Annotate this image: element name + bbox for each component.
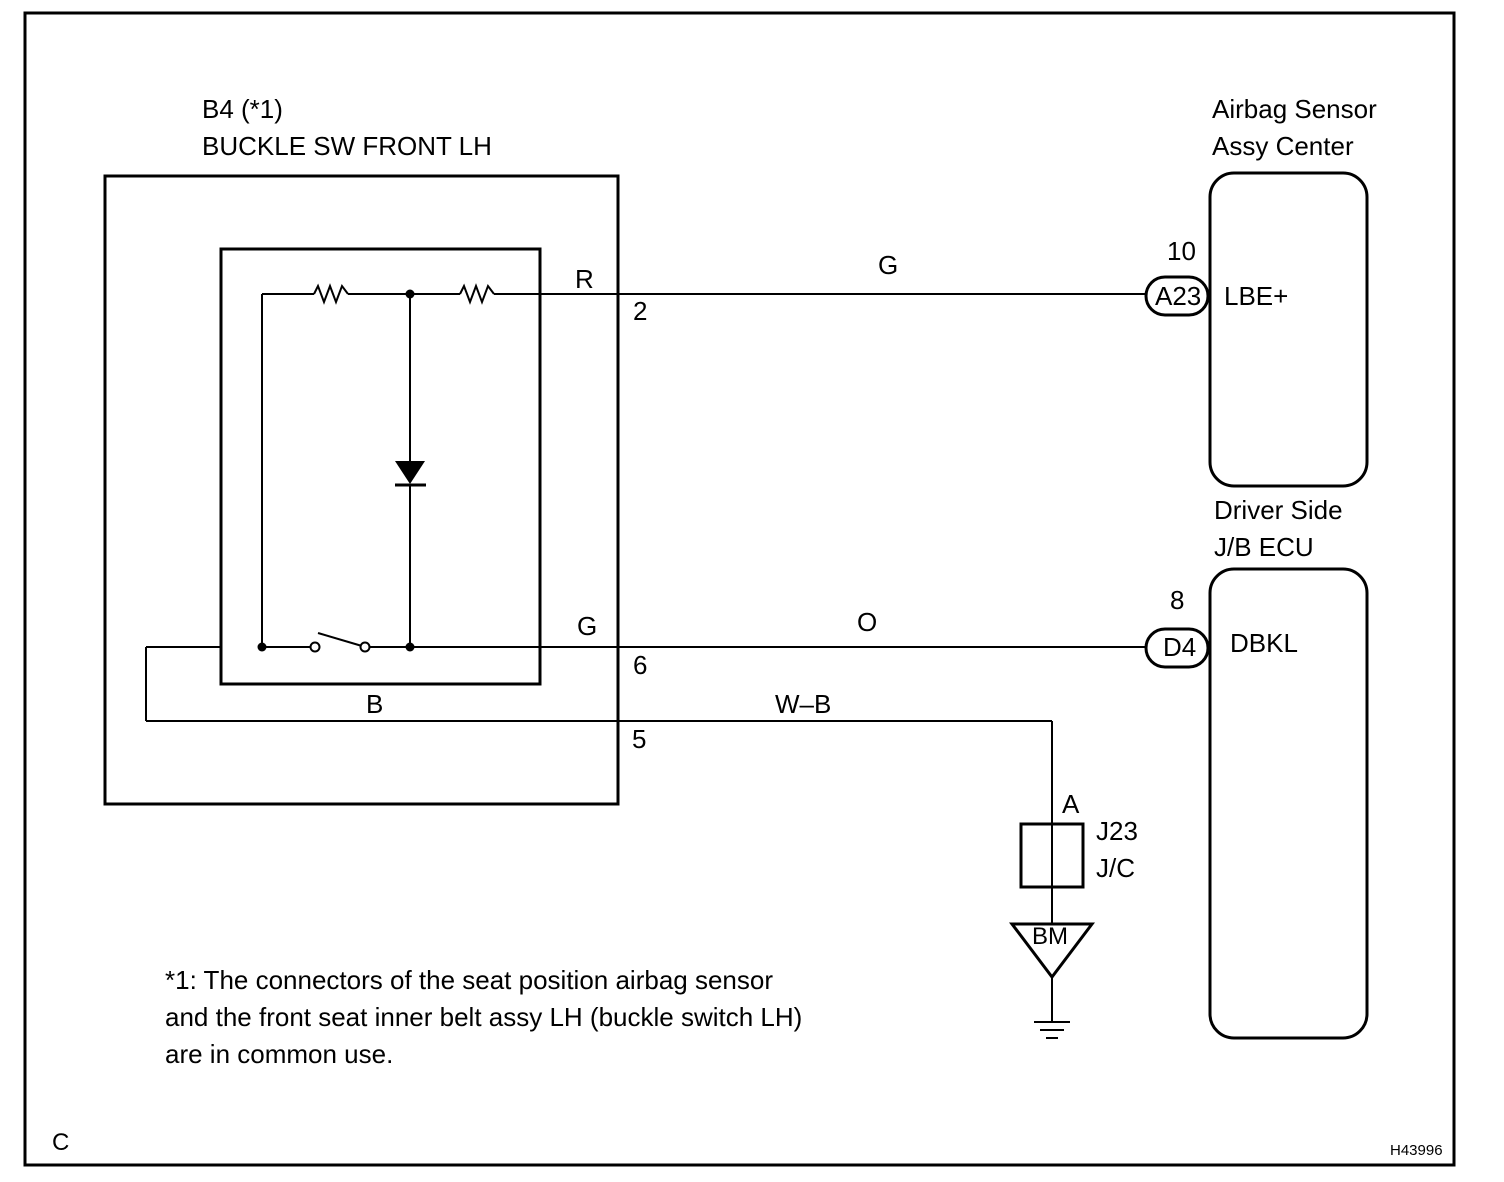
resistor-1 (313, 283, 349, 305)
junction-pin: A (1062, 789, 1080, 819)
figure-id: H43996 (1390, 1142, 1443, 1159)
wire-middle-inner-color: G (577, 611, 597, 641)
connector-d4-label: D4 (1163, 632, 1196, 662)
resistor-2 (459, 283, 495, 305)
ground-point-label: BM (1032, 923, 1068, 950)
wire-top-inner-color: R (575, 264, 594, 294)
corner-letter: C (52, 1129, 69, 1156)
ground-symbol-icon (1034, 1021, 1070, 1039)
wire-bottom-pin: 5 (632, 724, 646, 754)
airbag-sensor-box (1208, 171, 1369, 488)
footnote-line3: are in common use. (165, 1039, 393, 1069)
connector-a23-label: A23 (1155, 281, 1201, 311)
connector-a23-oval (1144, 275, 1210, 317)
jb-ecu-name-line2: J/B ECU (1214, 532, 1314, 562)
airbag-sensor-name-line1: Airbag Sensor (1212, 94, 1377, 124)
buckle-switch-code: B4 (*1) (202, 94, 283, 124)
wire-top-pin: 2 (633, 296, 647, 326)
terminal-dbkl: DBKL (1230, 628, 1298, 658)
junction-dot-bottom-left (257, 642, 267, 652)
junction-type: J/C (1096, 853, 1135, 883)
wire-middle-pin: 6 (633, 650, 647, 680)
footnote-line1: *1: The connectors of the seat position … (165, 965, 773, 995)
junction-dot-bottom-right (405, 642, 415, 652)
connector-a23-pin: 10 (1167, 236, 1196, 266)
footnote-line2: and the front seat inner belt assy LH (b… (165, 1002, 802, 1032)
switch-contact-right (359, 641, 371, 653)
buckle-switch-inner-box (219, 247, 542, 686)
junction-code: J23 (1096, 816, 1138, 846)
switch-lever (317, 632, 363, 647)
diagram-frame (23, 11, 1456, 1167)
wire-bottom-outer-color: W–B (775, 689, 831, 719)
jb-ecu-box (1208, 567, 1369, 1040)
airbag-sensor-name-line2: Assy Center (1212, 131, 1354, 161)
connector-d4-pin: 8 (1170, 585, 1184, 615)
jb-ecu-name-line1: Driver Side (1214, 495, 1343, 525)
connector-d4-oval (1144, 627, 1210, 669)
wire-top-outer-color: G (878, 250, 898, 280)
ground-point-triangle (1008, 922, 1096, 980)
diode-symbol (395, 461, 425, 484)
buckle-switch-name: BUCKLE SW FRONT LH (202, 131, 492, 161)
switch-contact-left (309, 641, 321, 653)
wire-bottom-inner-color: B (366, 689, 383, 719)
wire-middle-outer-color: O (857, 607, 877, 637)
buckle-switch-connector-box (103, 174, 620, 806)
terminal-lbe-plus: LBE+ (1224, 281, 1288, 311)
buckle-switch-internal-circuit (257, 283, 540, 653)
